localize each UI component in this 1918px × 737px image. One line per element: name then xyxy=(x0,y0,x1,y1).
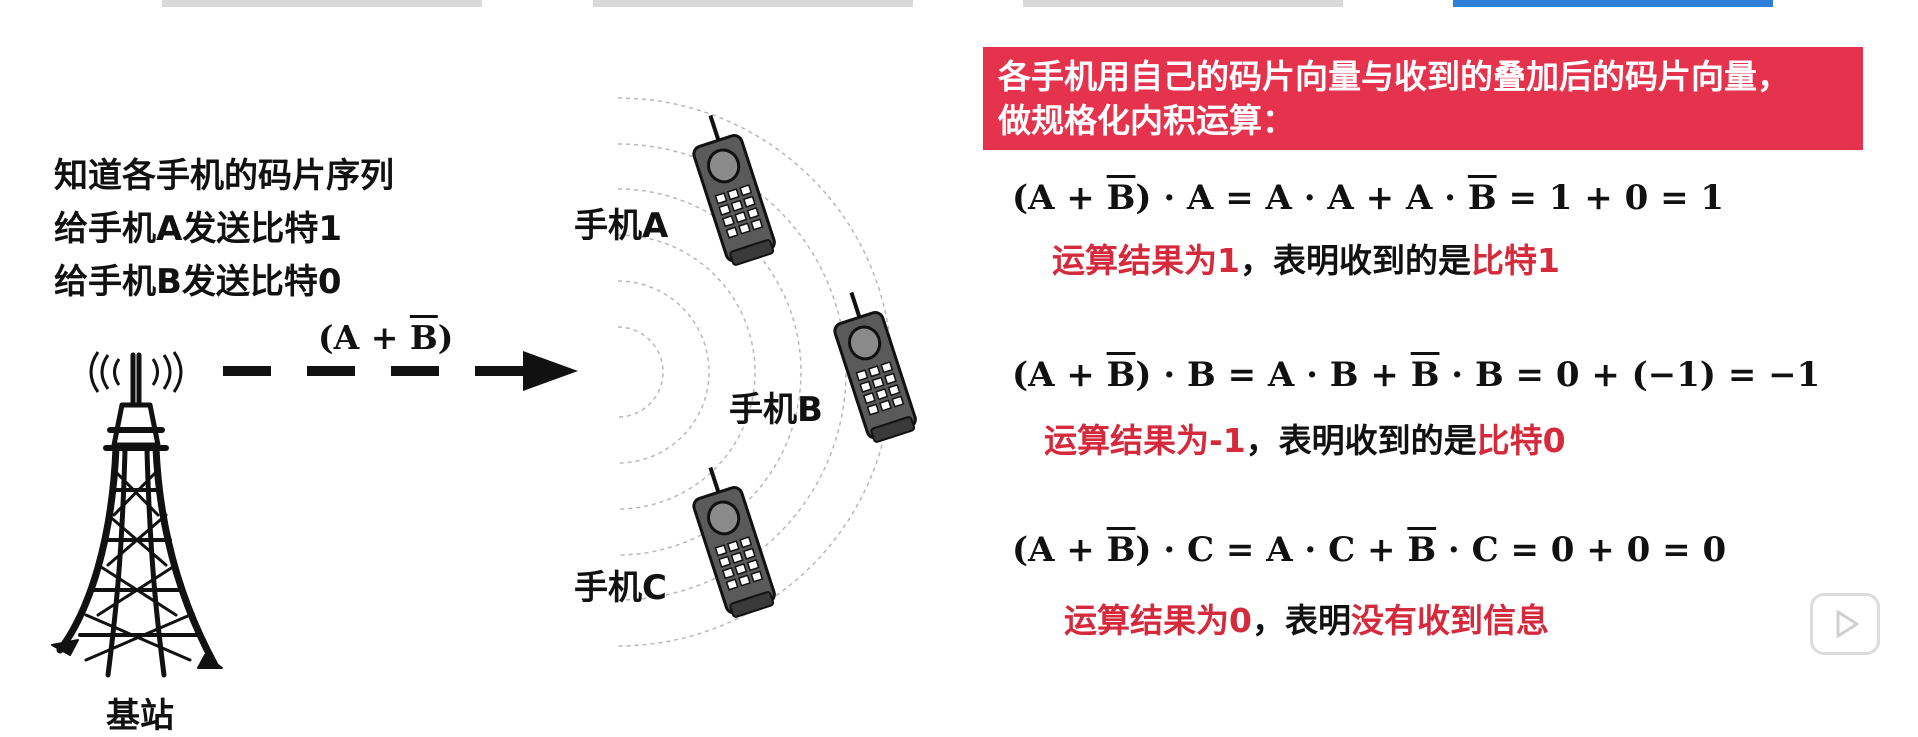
intro-text: 知道各手机的码片序列 给手机A发送比特1 给手机B发送比特0 xyxy=(54,150,394,309)
phone-a-icon xyxy=(692,114,776,266)
eq1-part3: = 1 + 0 = 1 xyxy=(1496,178,1725,218)
eq2-part2-bar: B xyxy=(1410,355,1440,395)
eq2-lhs-bar: B xyxy=(1106,355,1136,395)
phone-b-label: 手机B xyxy=(729,390,823,430)
result-2-highlight: 比特0 xyxy=(1476,421,1566,460)
eq2-part3: · B = 0 + (−1) = −1 xyxy=(1439,355,1821,395)
station-label: 基站 xyxy=(106,696,174,736)
eq3-part3: · C = 0 + 0 = 0 xyxy=(1436,530,1727,570)
tab-indicator-2[interactable] xyxy=(593,0,913,7)
signal-label: (A + B) xyxy=(318,318,453,357)
intro-line-3: 给手机B发送比特0 xyxy=(54,262,342,302)
signal-label-suffix: ) xyxy=(437,318,454,357)
intro-line-2: 给手机A发送比特1 xyxy=(54,209,342,249)
result-1-middle: ，表明收到的是 xyxy=(1239,241,1471,280)
result-1-prefix: 运算结果为1 xyxy=(1052,241,1240,280)
result-1: 运算结果为1，表明收到的是比特1 xyxy=(1052,234,1560,282)
play-icon xyxy=(1836,610,1859,638)
result-3: 运算结果为0，表明没有收到信息 xyxy=(1064,594,1549,642)
banner-line-1: 各手机用自己的码片向量与收到的叠加后的码片向量， xyxy=(998,57,1790,96)
eq3-part1: ) · C = A · C + xyxy=(1135,530,1408,570)
radio-tower-icon xyxy=(51,352,223,678)
phone-b-icon xyxy=(833,291,917,443)
eq2-lhs-pre: (A + xyxy=(1012,355,1107,395)
tab-indicator-4-active[interactable] xyxy=(1453,0,1773,7)
radio-waves-icon xyxy=(89,351,183,393)
eq1-part2-bar: B xyxy=(1467,178,1497,218)
equation-1: (A + B) · A = A · A + A · B = 1 + 0 = 1 xyxy=(1012,178,1724,218)
banner-line-2: 做规格化内积运算： xyxy=(998,101,1295,140)
signal-label-prefix: (A + xyxy=(318,318,410,357)
play-button[interactable] xyxy=(1810,593,1880,655)
equation-3: (A + B) · C = A · C + B · C = 0 + 0 = 0 xyxy=(1012,530,1726,570)
phone-c-label: 手机C xyxy=(574,568,667,608)
eq1-part1: ) · A = A · A + A · xyxy=(1135,178,1468,218)
wave-arcs xyxy=(617,97,893,647)
equation-2: (A + B) · B = A · B + B · B = 0 + (−1) =… xyxy=(1012,355,1820,395)
phone-a-label: 手机A xyxy=(574,206,669,246)
result-2-prefix: 运算结果为-1 xyxy=(1044,421,1246,460)
eq1-lhs-pre: (A + xyxy=(1012,178,1107,218)
result-1-highlight: 比特1 xyxy=(1470,241,1560,280)
result-3-highlight: 没有收到信息 xyxy=(1350,601,1549,640)
eq1-lhs-bar: B xyxy=(1106,178,1136,218)
intro-line-1: 知道各手机的码片序列 xyxy=(54,156,394,196)
result-2-middle: ，表明收到的是 xyxy=(1245,421,1477,460)
phone-c-icon xyxy=(692,466,776,618)
eq3-lhs-pre: (A + xyxy=(1012,530,1107,570)
eq3-part2-bar: B xyxy=(1407,530,1437,570)
eq2-part1: ) · B = A · B + xyxy=(1135,355,1411,395)
instruction-banner: 各手机用自己的码片向量与收到的叠加后的码片向量， 做规格化内积运算： xyxy=(983,47,1863,150)
eq3-lhs-bar: B xyxy=(1106,530,1136,570)
result-2: 运算结果为-1，表明收到的是比特0 xyxy=(1044,414,1566,462)
signal-label-bbar: B xyxy=(409,318,438,357)
tab-indicator-3[interactable] xyxy=(1023,0,1343,7)
result-3-middle: ，表明 xyxy=(1251,601,1351,640)
signal-arrow xyxy=(223,351,578,391)
tab-indicator-1[interactable] xyxy=(162,0,482,7)
result-3-prefix: 运算结果为0 xyxy=(1064,601,1252,640)
